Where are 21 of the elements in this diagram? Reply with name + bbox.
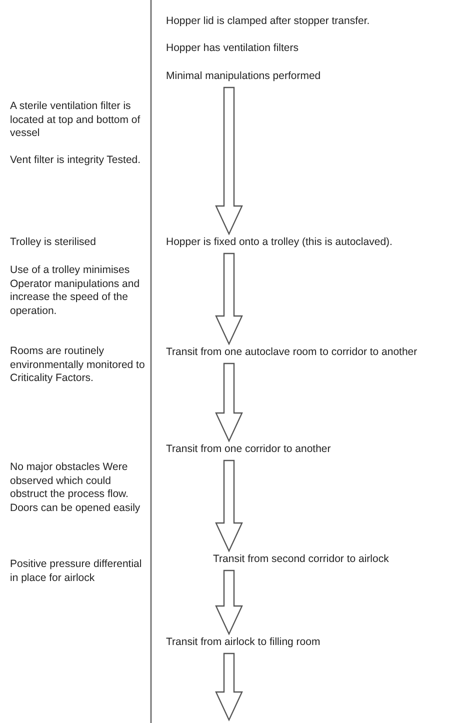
step-text: Hopper has ventilation filters <box>166 42 298 56</box>
step-text: Transit from second corridor to airlock <box>213 553 389 566</box>
note-text: Vent filter is integrity Tested. <box>10 154 142 168</box>
step-text: Transit from one autoclave room to corridor to another <box>166 346 418 360</box>
block-arrow <box>215 86 243 236</box>
block-arrow <box>215 652 243 722</box>
note-text: Positive pressure differential in place for airlock <box>10 558 143 585</box>
block-arrow <box>215 570 243 636</box>
block-arrow <box>215 252 243 346</box>
step-text: Transit from one corridor to another <box>166 443 331 456</box>
note-text: A sterile ventilation filter is located at top and bottom of vessel <box>10 100 142 140</box>
block-arrow <box>215 362 243 442</box>
note-text: No major obstacles Were observed which could obstruct the process flow. Doors can be opened easily <box>10 461 142 515</box>
note-text: Use of a trolley minimises Operator manipulations and increase the speed of the operation. <box>10 264 141 318</box>
step-text: Transit from airlock to filling room <box>166 636 320 650</box>
step-text: Hopper is fixed onto a trolley (this is autoclaved). <box>166 236 392 250</box>
step-text: Hopper lid is clamped after stopper transfer. <box>166 15 370 28</box>
note-text: Rooms are routinely environmentally monitored to Criticality Factors. <box>10 345 146 386</box>
step-text: Minimal manipulations performed <box>166 70 321 84</box>
note-text: Trolley is sterilised <box>10 236 97 250</box>
block-arrow <box>215 460 243 552</box>
